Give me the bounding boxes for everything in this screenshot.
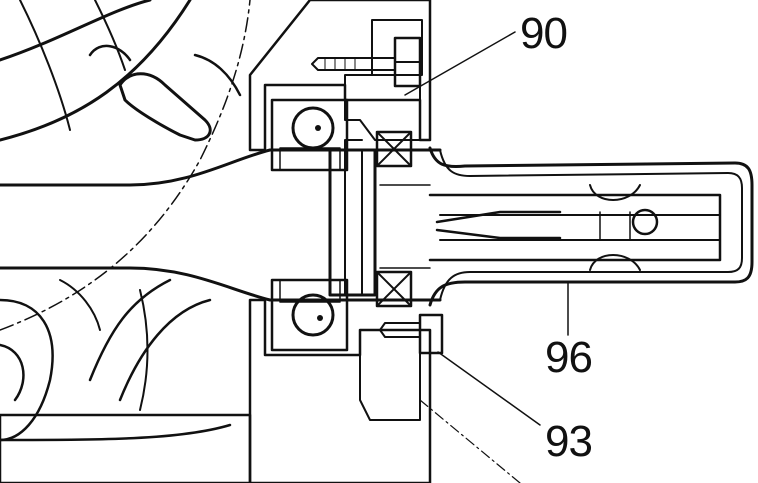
- leader-93: [437, 351, 541, 426]
- section-line: [419, 399, 521, 483]
- retainer-lower: [359, 329, 421, 421]
- gear-wheel: [0, 0, 251, 442]
- cover-cap: [428, 146, 754, 307]
- callout-93: 93: [545, 417, 592, 466]
- shaft-spline-end: [428, 184, 722, 271]
- callout-90: 90: [520, 9, 567, 58]
- shaft: [0, 148, 442, 302]
- callout-96: 96: [545, 333, 592, 382]
- bearing: [270, 98, 377, 352]
- leader-90: [404, 31, 516, 96]
- lever-arm: [88, 44, 242, 142]
- bolt-lower: [379, 313, 444, 355]
- seal-lower: [375, 270, 413, 308]
- bolt-upper: [311, 36, 422, 88]
- seal-upper: [375, 130, 413, 168]
- leader-lines: [404, 31, 569, 483]
